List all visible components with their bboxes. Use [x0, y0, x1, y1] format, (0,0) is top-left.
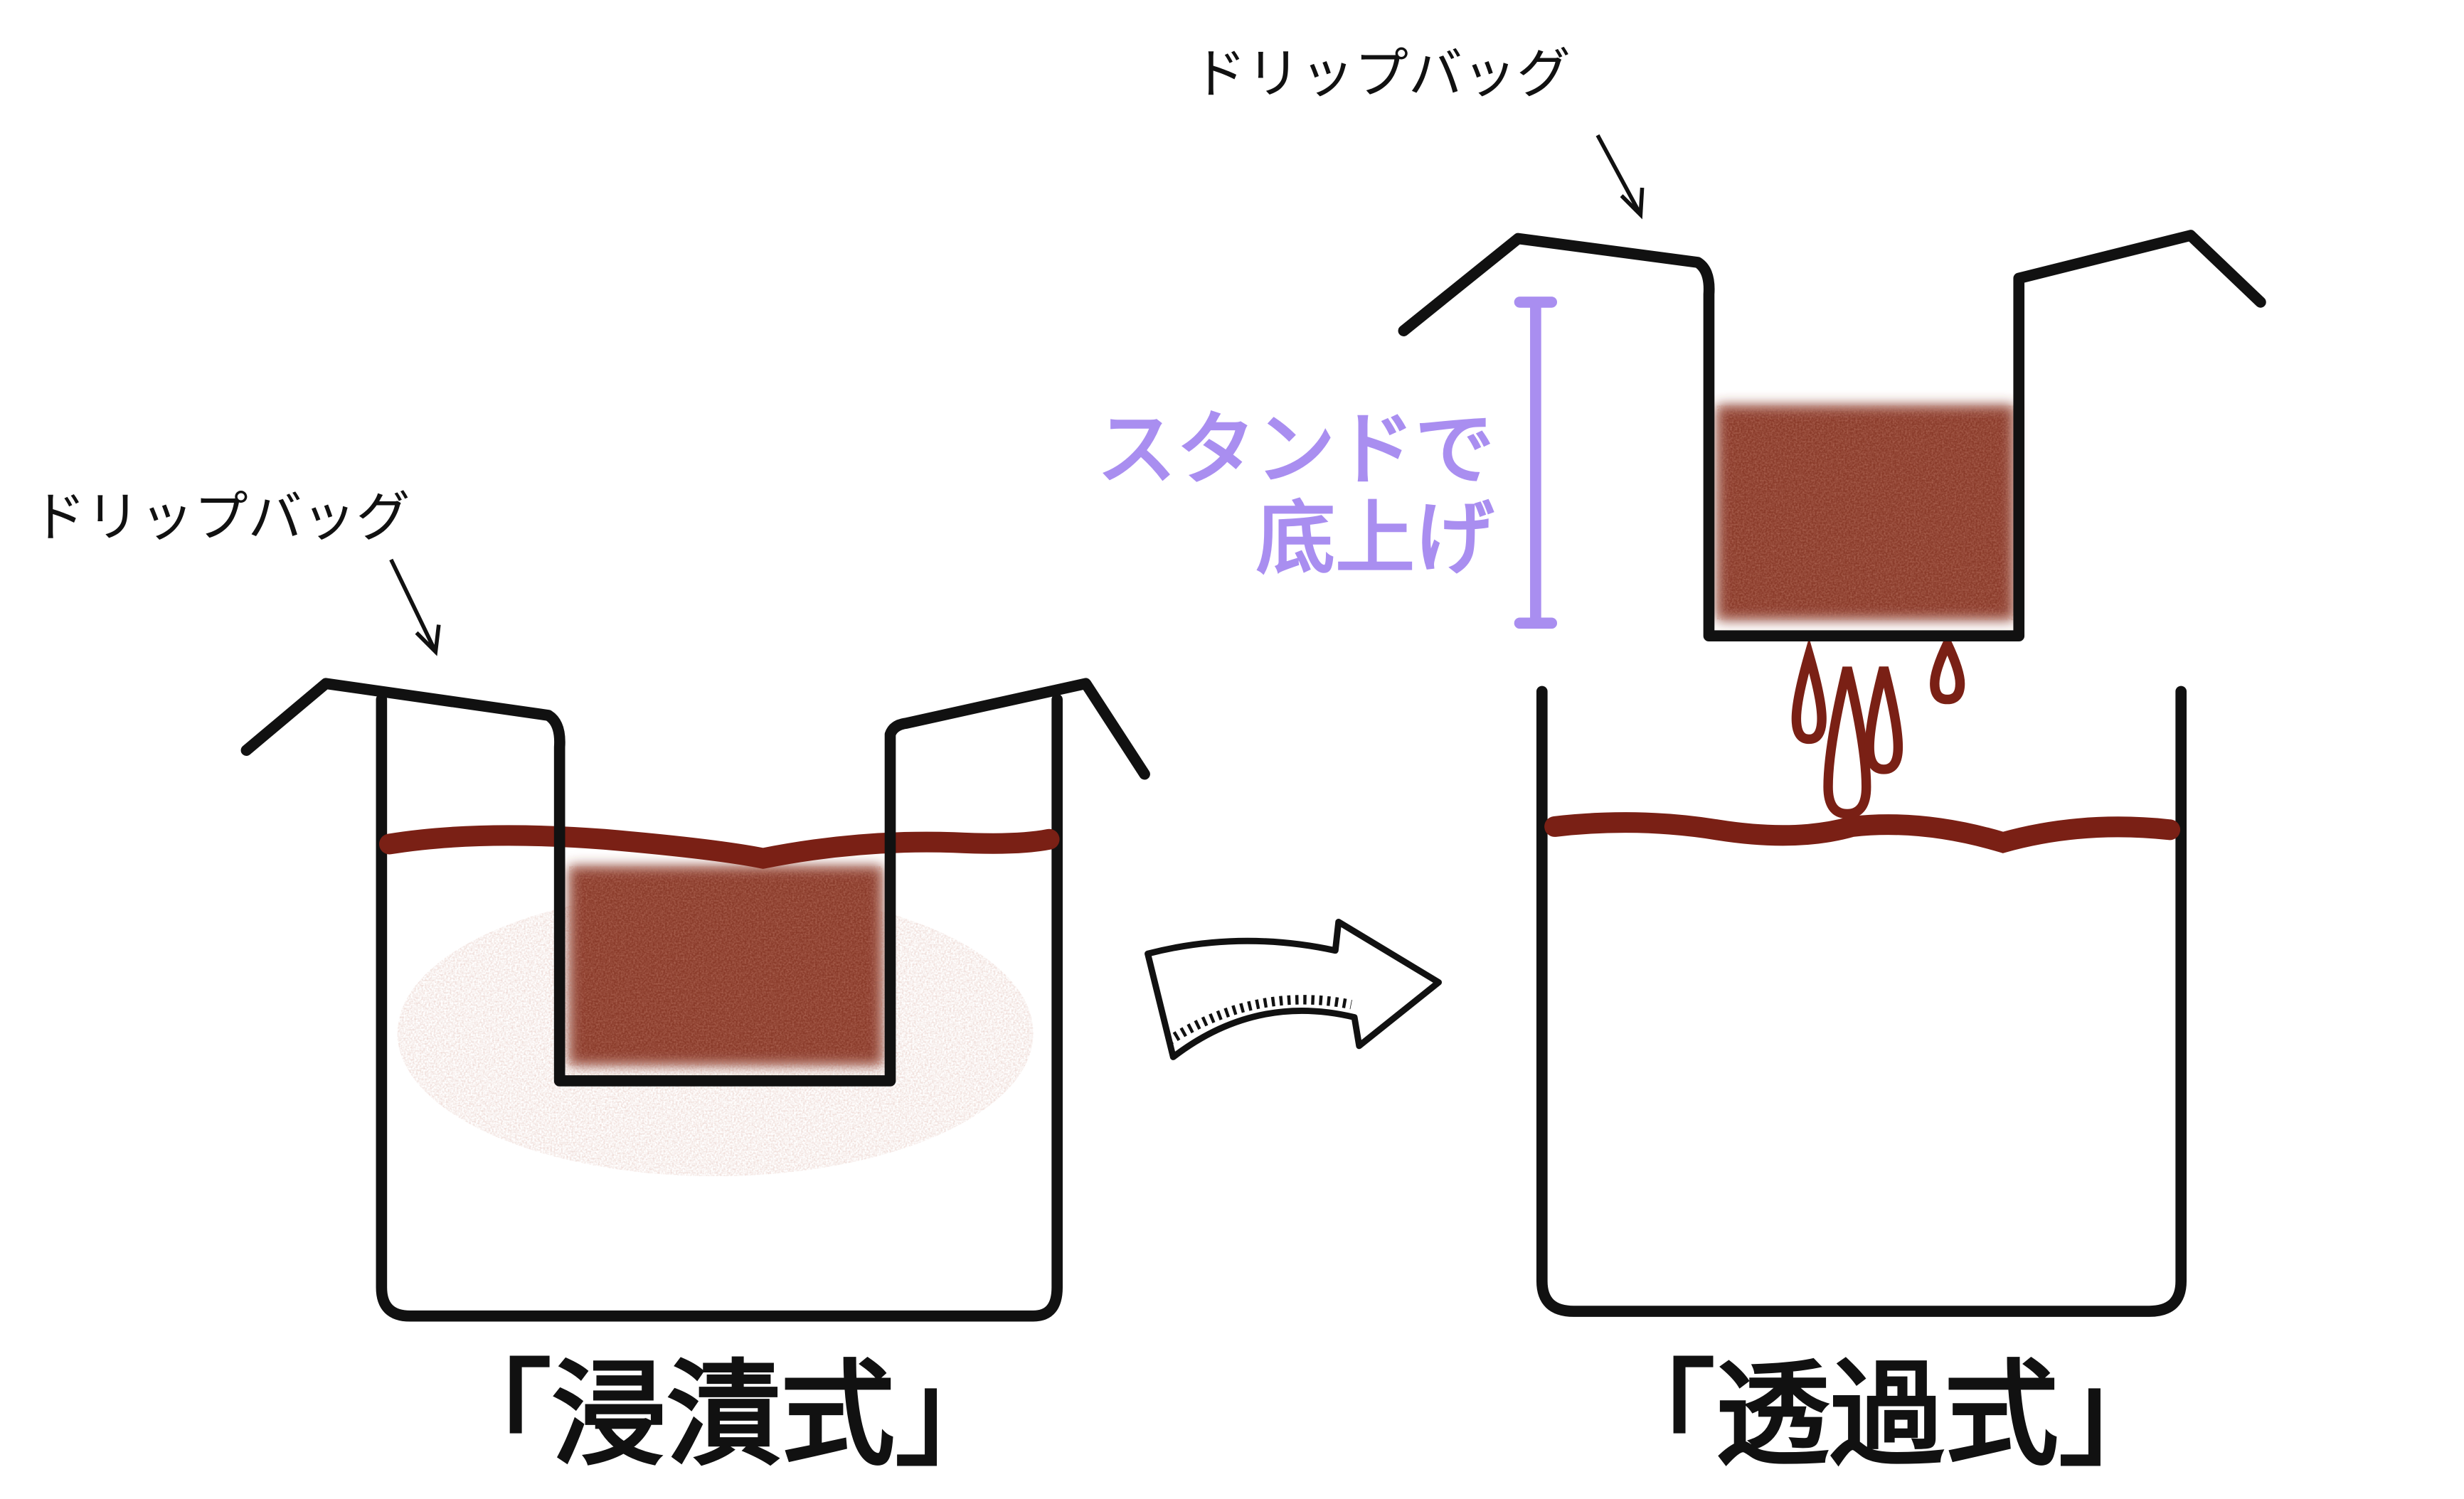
stand-label-line2: 底上げ — [1256, 493, 1494, 585]
pointer-arrow-icon — [1595, 134, 1645, 220]
immersion-diagram: ドリップバッグ 「浸漬式」 — [32, 485, 1150, 1481]
drip-bag-outline — [1398, 230, 2266, 642]
coffee-level-line — [1544, 812, 2181, 853]
stand-label-line1: スタンドで — [1097, 404, 1494, 496]
curved-arrow-icon — [1145, 919, 1442, 1060]
height-indicator — [1514, 297, 1558, 629]
drip-bag-outline — [240, 678, 1150, 1087]
percolation-diagram: スタンドで 底上げ ドリップバッグ 「透過式」 — [1097, 42, 2266, 1481]
method-label-percolation: 「透過式」 — [1601, 1348, 2173, 1481]
drip-bag-label: ドリップバッグ — [32, 485, 410, 548]
method-label-immersion: 「浸漬式」 — [437, 1348, 1009, 1481]
coffee-level-line — [379, 825, 1060, 869]
coffee-drops — [1791, 632, 1965, 819]
drip-bag-label: ドリップバッグ — [1192, 42, 1571, 105]
cup-outline — [376, 693, 1063, 1322]
pointer-arrow-icon — [389, 558, 441, 656]
cup-outline — [1536, 686, 2187, 1317]
